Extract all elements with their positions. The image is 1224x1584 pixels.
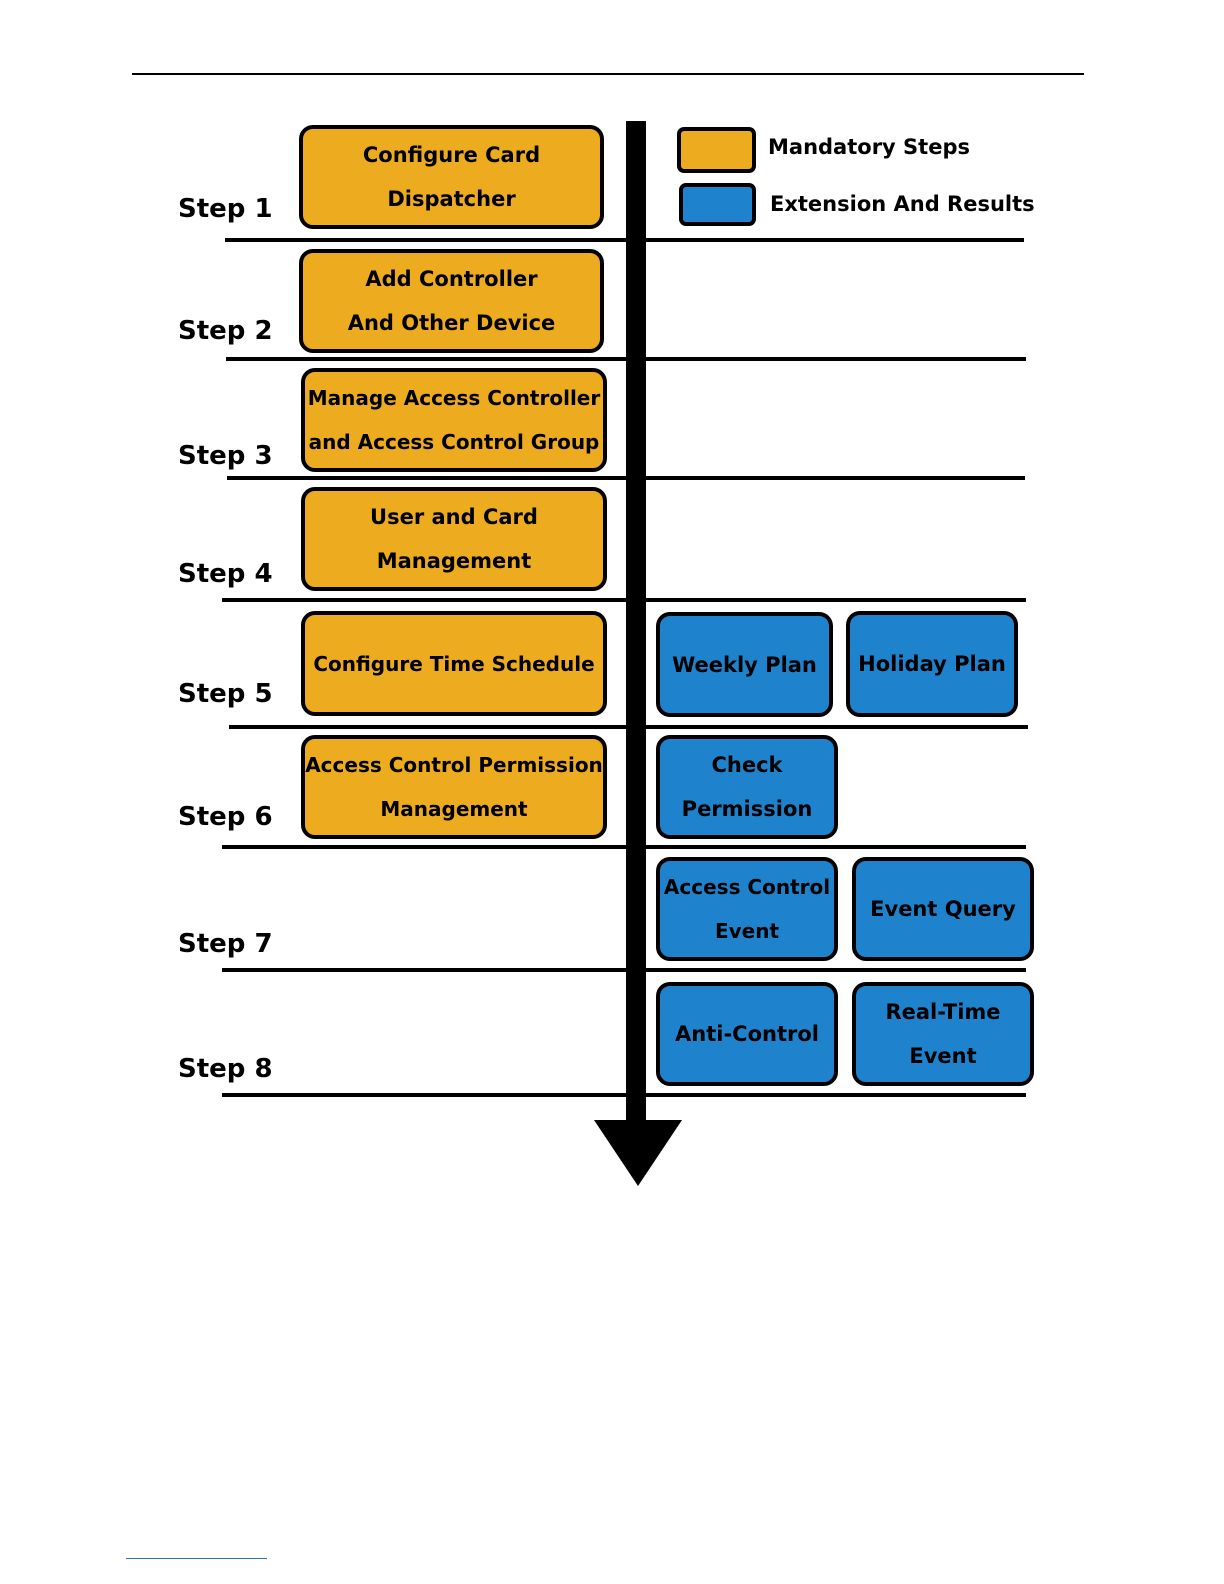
box-line: Anti-Control bbox=[675, 1022, 819, 1046]
add-controller-box[interactable]: Add Controller And Other Device bbox=[299, 249, 604, 353]
box-line: Real-Time bbox=[885, 1000, 1001, 1024]
configure-card-dispatcher-box[interactable]: Configure Card Dispatcher bbox=[299, 125, 604, 229]
box-line: Event bbox=[714, 919, 780, 943]
box-line: And Other Device bbox=[347, 311, 556, 335]
user-and-card-management-box[interactable]: User and Card Management bbox=[301, 487, 607, 591]
event-query-box[interactable]: Event Query bbox=[852, 857, 1034, 961]
step-label-2: Step 2 bbox=[178, 316, 273, 346]
separator-step-8-right bbox=[646, 1093, 1026, 1097]
box-line: Configure Time Schedule bbox=[313, 651, 595, 676]
header-rule bbox=[132, 73, 1084, 75]
box-line: Dispatcher bbox=[387, 187, 516, 211]
box-line: Management bbox=[376, 549, 532, 573]
legend-mandatory-label: Mandatory Steps bbox=[768, 135, 970, 159]
anti-control-box[interactable]: Anti-Control bbox=[656, 982, 838, 1086]
access-control-permission-management-box[interactable]: Access Control Permission Management bbox=[301, 735, 607, 839]
separator-step-8-left bbox=[222, 1093, 626, 1097]
box-line: Check bbox=[711, 753, 783, 777]
box-line: Configure Card bbox=[362, 143, 541, 167]
separator-step-5-right bbox=[646, 725, 1028, 729]
separator-step-3-right bbox=[646, 476, 1025, 480]
separator-step-6-right bbox=[646, 845, 1026, 849]
timeline-arrow-head bbox=[594, 1120, 682, 1186]
box-line: Weekly Plan bbox=[672, 652, 817, 677]
weekly-plan-box[interactable]: Weekly Plan bbox=[656, 612, 833, 717]
step-label-5: Step 5 bbox=[178, 679, 273, 709]
box-line: Management bbox=[380, 797, 528, 821]
separator-step-1-left bbox=[225, 238, 626, 242]
box-line: Manage Access Controller bbox=[307, 386, 601, 410]
timeline-spine bbox=[626, 121, 646, 1124]
box-line: Event bbox=[909, 1044, 977, 1068]
configure-time-schedule-box[interactable]: Configure Time Schedule bbox=[301, 611, 607, 716]
step-label-8: Step 8 bbox=[178, 1054, 273, 1084]
box-line: Permission bbox=[681, 797, 813, 821]
separator-step-4-left bbox=[222, 598, 626, 602]
step-label-3: Step 3 bbox=[178, 441, 273, 471]
legend-extension-swatch bbox=[679, 183, 756, 226]
separator-step-1-right bbox=[646, 238, 1024, 242]
check-permission-box[interactable]: Check Permission bbox=[656, 735, 838, 839]
step-label-6: Step 6 bbox=[178, 802, 273, 832]
separator-step-2-left bbox=[226, 357, 626, 361]
real-time-event-box[interactable]: Real-Time Event bbox=[852, 982, 1034, 1086]
box-line: User and Card bbox=[370, 505, 538, 529]
legend-mandatory-swatch bbox=[677, 127, 756, 173]
separator-step-6-left bbox=[222, 845, 626, 849]
step-label-4: Step 4 bbox=[178, 559, 273, 589]
separator-step-2-right bbox=[646, 357, 1026, 361]
footnote-rule bbox=[126, 1558, 267, 1559]
separator-step-4-right bbox=[646, 598, 1026, 602]
separator-step-7-right bbox=[646, 968, 1026, 972]
box-line: Access Control bbox=[663, 875, 831, 899]
separator-step-5-left bbox=[229, 725, 626, 729]
step-label-7: Step 7 bbox=[178, 929, 273, 959]
step-label-1: Step 1 bbox=[178, 194, 273, 224]
separator-step-7-left bbox=[222, 968, 626, 972]
legend-extension-label: Extension And Results bbox=[770, 192, 1035, 216]
box-line: Add Controller bbox=[365, 267, 538, 291]
box-line: Event Query bbox=[870, 897, 1016, 921]
manage-access-controller-box[interactable]: Manage Access Controller and Access Cont… bbox=[301, 368, 607, 472]
separator-step-3-left bbox=[227, 476, 626, 480]
box-line: Access Control Permission bbox=[305, 753, 603, 777]
box-line: Holiday Plan bbox=[858, 652, 1006, 676]
access-control-event-box[interactable]: Access Control Event bbox=[656, 857, 838, 961]
box-line: and Access Control Group bbox=[308, 430, 600, 454]
holiday-plan-box[interactable]: Holiday Plan bbox=[846, 611, 1018, 717]
